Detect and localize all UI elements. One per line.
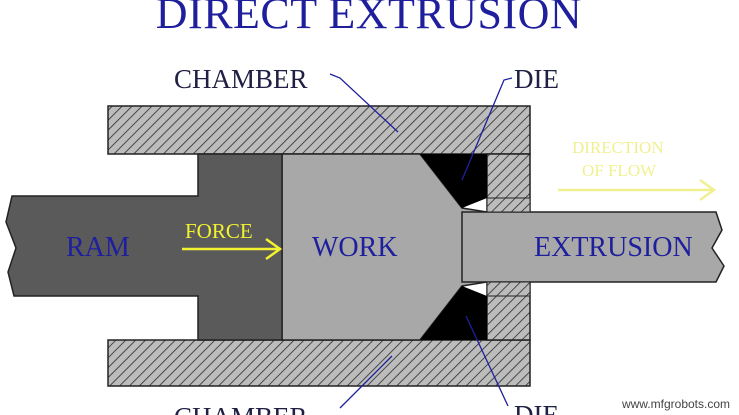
label-direction-line1: DIRECTION: [572, 138, 664, 157]
label-work: WORK: [312, 232, 398, 263]
die-holder-top: [486, 197, 531, 213]
chamber: [107, 105, 531, 387]
label-ram: RAM: [66, 232, 130, 263]
flow-arrow-head: [699, 178, 717, 202]
ram: [5, 153, 283, 341]
label-die-bottom: DIE: [514, 400, 559, 415]
leader-die-top: [461, 77, 513, 181]
diagram-title: DIRECT EXTRUSION: [156, 0, 582, 38]
leader-die-bottom: [465, 315, 509, 407]
direction-of-flow: DIRECTION OF FLOW: [558, 138, 717, 202]
die-top: [420, 154, 487, 208]
die-holder-bottom: [486, 281, 531, 297]
chamber-bottom-wall: [107, 339, 531, 387]
leader-lines: [329, 73, 513, 409]
label-direction-line2: OF FLOW: [582, 161, 657, 180]
label-extrusion: EXTRUSION: [534, 232, 693, 263]
label-chamber-bottom: CHAMBER: [174, 402, 308, 415]
label-force: FORCE: [185, 219, 253, 243]
leader-chamber-bottom: [339, 355, 393, 409]
label-die-top: DIE: [514, 64, 559, 94]
leader-chamber-top: [329, 73, 399, 133]
force-arrow: FORCE: [182, 219, 283, 261]
label-chamber-top: CHAMBER: [174, 64, 308, 94]
watermark: www.mfgrobots.com: [621, 397, 730, 411]
chamber-top-wall: [107, 105, 531, 155]
force-arrow-head: [265, 237, 283, 261]
